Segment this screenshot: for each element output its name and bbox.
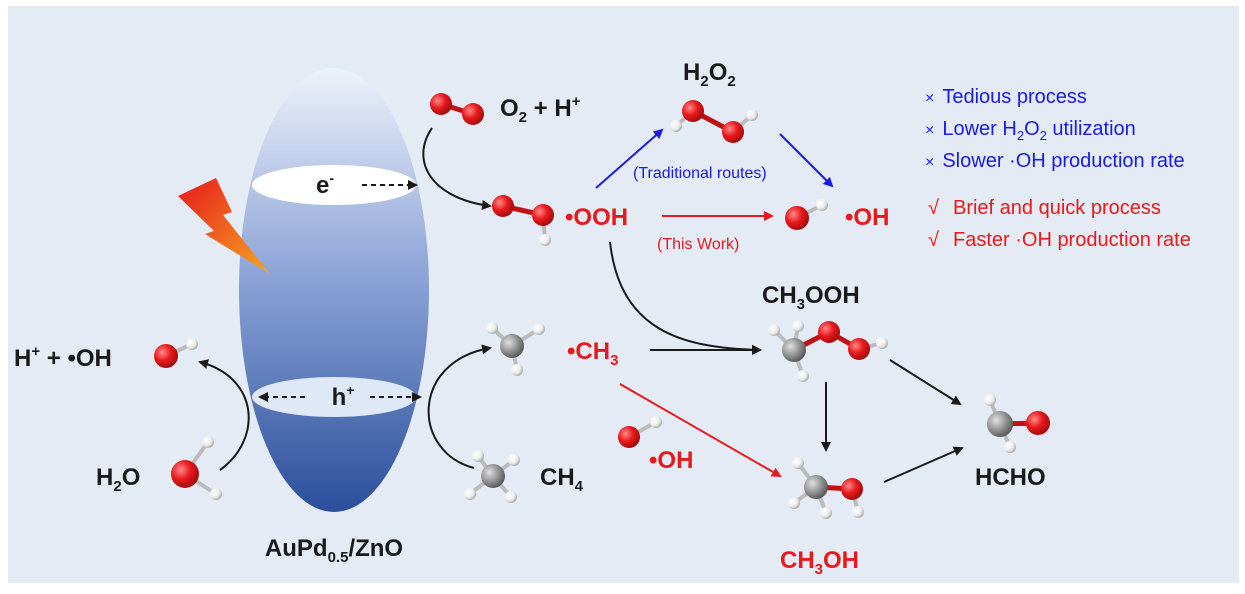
pro-item: √Faster ·OH production rate bbox=[928, 229, 1191, 251]
oh-molecule-left bbox=[154, 338, 198, 368]
h-oh-label: H+ + •OH bbox=[14, 343, 112, 372]
ch3oh-molecule bbox=[788, 457, 864, 519]
arrow-h2o2-to-oh bbox=[779, 133, 834, 188]
catalyst-ellipse bbox=[239, 68, 429, 512]
ch3-molecule bbox=[486, 322, 545, 376]
arrow-ch3ooh-to-hcho bbox=[889, 359, 962, 406]
lightning-icon bbox=[178, 178, 270, 274]
arrow-ooh-to-ch3ooh bbox=[609, 241, 762, 355]
h2o2-label: H2O2 bbox=[683, 59, 736, 90]
arrow-ch3oh-to-hcho bbox=[883, 446, 964, 483]
background-panel bbox=[8, 6, 1239, 583]
ch4-label: CH4 bbox=[540, 464, 584, 495]
arrow-ch3-to-ch3oh bbox=[619, 383, 782, 477]
oh-molecule-top bbox=[785, 199, 828, 230]
o2-molecule bbox=[430, 93, 484, 125]
hole-label: h+ bbox=[332, 382, 355, 411]
arrow-ch4-to-ch3 bbox=[427, 344, 492, 469]
h2o-label: H2O bbox=[96, 464, 140, 495]
ooh-molecule bbox=[492, 195, 554, 246]
pro-item: √Brief and quick process bbox=[928, 197, 1161, 219]
electron-label: e- bbox=[316, 170, 334, 199]
h2o2-molecule bbox=[670, 100, 758, 143]
notes-list: ×Tedious process ×Lower H2O2 utilization… bbox=[925, 86, 1191, 251]
this-work-label: (This Work) bbox=[657, 236, 739, 253]
ooh-label: •OOH bbox=[565, 204, 628, 231]
ch3oh-label: CH3OH bbox=[780, 547, 859, 578]
con-item: ×Tedious process bbox=[925, 86, 1087, 108]
oh-label-middle: •OH bbox=[649, 447, 693, 474]
arrow-ooh-to-h2o2 bbox=[595, 128, 664, 189]
oh-label-top: •OH bbox=[845, 204, 889, 231]
arrow-o2-to-ooh bbox=[422, 127, 492, 210]
ch3-label: •CH3 bbox=[567, 338, 618, 369]
conduction-band bbox=[252, 165, 416, 205]
arrow-h2o-to-oh bbox=[198, 359, 250, 471]
oh-molecule-middle bbox=[618, 416, 662, 448]
h2o-molecule bbox=[171, 436, 222, 500]
traditional-routes-label: (Traditional routes) bbox=[633, 165, 767, 182]
con-item: ×Slower ·OH production rate bbox=[925, 150, 1185, 172]
catalyst-label: AuPd0.5/ZnO bbox=[265, 535, 403, 566]
ch4-molecule bbox=[464, 450, 520, 503]
o2-h-label: O2 + H+ bbox=[500, 93, 581, 126]
hcho-molecule bbox=[984, 394, 1050, 453]
ch3ooh-molecule bbox=[768, 320, 888, 382]
ch3ooh-label: CH3OOH bbox=[762, 282, 860, 313]
con-item: ×Lower H2O2 utilization bbox=[925, 118, 1136, 143]
valence-band bbox=[252, 377, 416, 417]
hcho-label: HCHO bbox=[975, 464, 1046, 491]
